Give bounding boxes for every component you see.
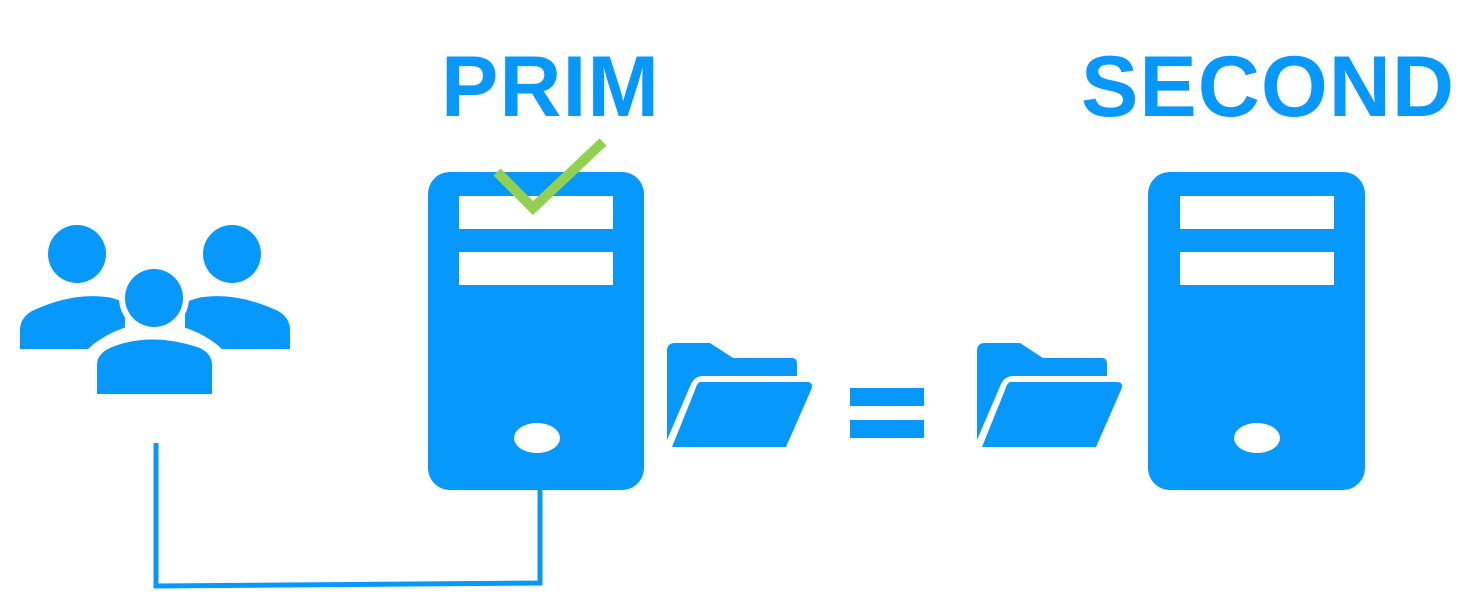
- primary-label: PRIM: [441, 39, 660, 135]
- check-icon: [493, 138, 607, 215]
- users-icon: [20, 225, 290, 394]
- secondary-label: SECOND: [1081, 39, 1455, 135]
- connection-line: [153, 443, 543, 589]
- folder-icon: [977, 343, 1122, 447]
- primary-server-icon: [428, 172, 644, 490]
- equals-icon: [850, 388, 924, 438]
- secondary-server-icon: [1148, 172, 1365, 490]
- folder-icon: [667, 343, 812, 447]
